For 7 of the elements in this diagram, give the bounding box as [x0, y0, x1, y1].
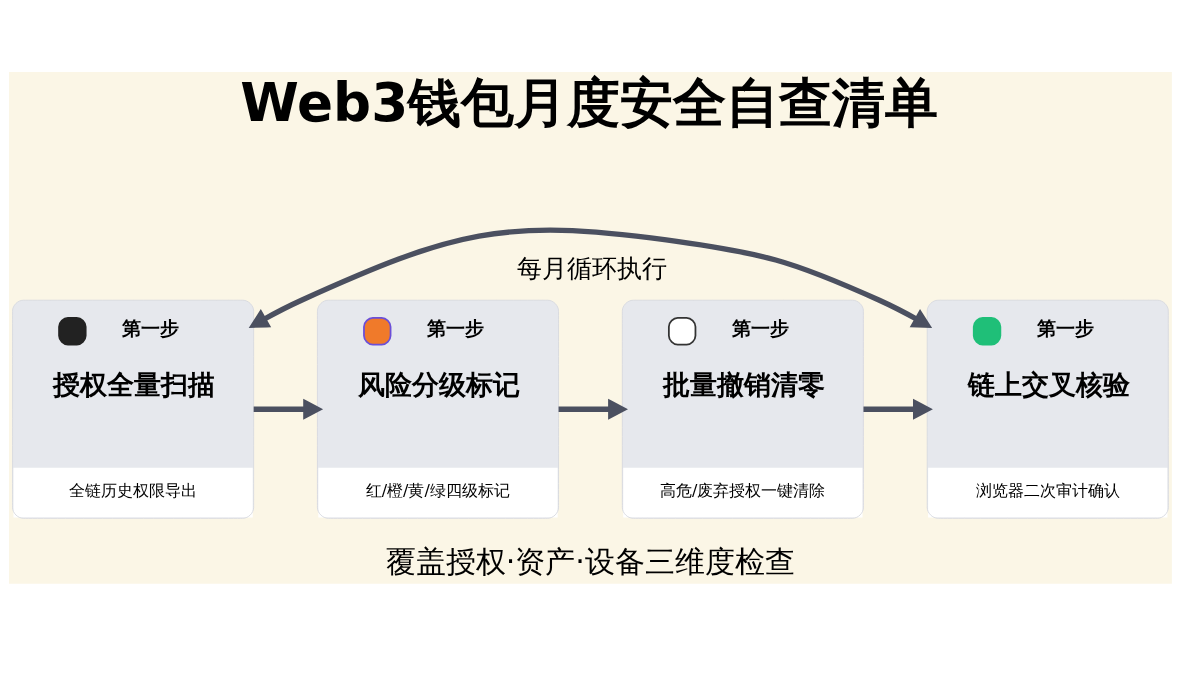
- edge-label: 每月循环执行: [516, 254, 667, 284]
- arrow: [863, 398, 933, 420]
- arrow: [248, 227, 933, 328]
- arrow: [253, 398, 324, 420]
- diagram-title: Web3钱包月度安全自查清单: [240, 71, 939, 134]
- arrow: [558, 398, 628, 420]
- caption: 覆盖授权·资产·设备三维度检查: [385, 543, 795, 579]
